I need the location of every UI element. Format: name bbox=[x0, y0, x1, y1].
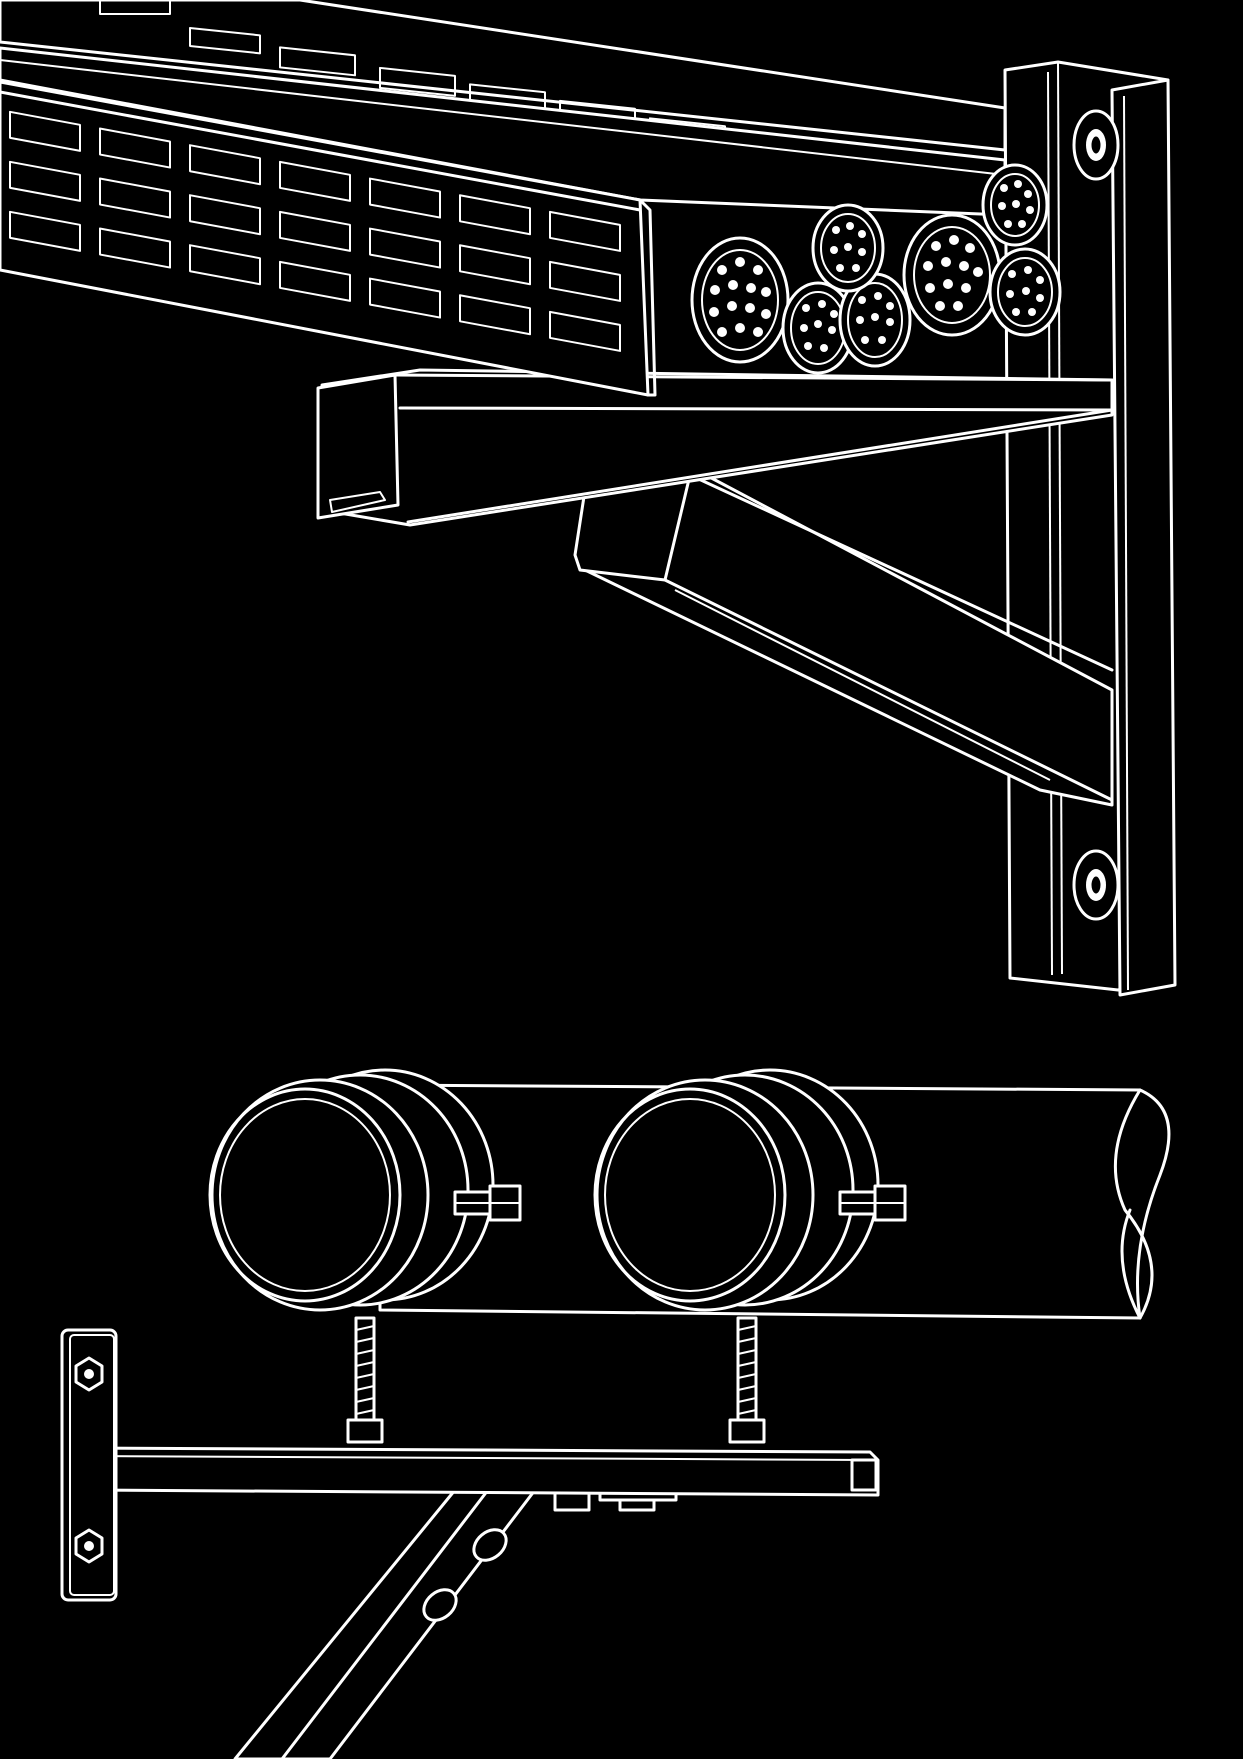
strut-channel-arm bbox=[316, 368, 1114, 527]
anchor-bolt-upper bbox=[1072, 109, 1120, 181]
horizontal-bracket-arm bbox=[76, 1446, 880, 1497]
threaded-rod bbox=[346, 1316, 384, 1444]
top-scene-cable-tray-support bbox=[0, 0, 1177, 997]
cable-bundle bbox=[838, 272, 912, 368]
cable-bundle bbox=[781, 281, 855, 375]
cable-bundle bbox=[981, 163, 1049, 247]
cable-tray-floor bbox=[0, 46, 1007, 217]
cable-bundles bbox=[690, 163, 1062, 375]
threaded-rod bbox=[728, 1316, 766, 1444]
brace-bolt bbox=[472, 1528, 508, 1562]
brace-bolt bbox=[422, 1588, 458, 1622]
wall-plate-bolt-upper bbox=[74, 1356, 104, 1392]
diagonal-brace bbox=[233, 1488, 678, 1759]
front-wall-perforations bbox=[9, 110, 621, 352]
cable-bundle bbox=[988, 247, 1062, 337]
wall-plate bbox=[60, 1328, 118, 1602]
pipe-clamp bbox=[593, 1068, 907, 1312]
bracket-nuts bbox=[553, 1488, 678, 1512]
bottom-scene-pipe-support bbox=[60, 1068, 1171, 1759]
cable-bundle bbox=[811, 203, 885, 293]
anchor-bolt-lower bbox=[1072, 849, 1120, 921]
cable-bundle bbox=[690, 236, 790, 364]
clamp-lug bbox=[838, 1184, 907, 1222]
cable-tray-front-wall bbox=[0, 80, 657, 397]
pipe-clamp bbox=[208, 1068, 522, 1312]
clamp-lug bbox=[453, 1184, 522, 1222]
wall-plate-bolt-lower bbox=[74, 1528, 104, 1564]
cable-bundle bbox=[902, 213, 1002, 337]
